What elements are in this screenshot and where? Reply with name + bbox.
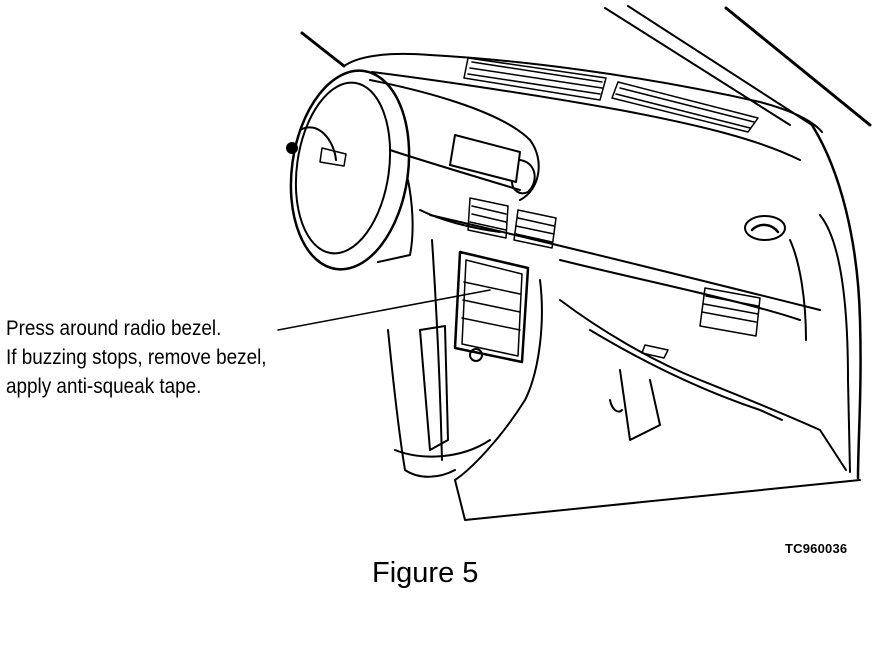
callout-line-3: apply anti-squeak tape. <box>6 375 202 398</box>
glove-box <box>559 299 847 471</box>
passenger-vent <box>699 215 786 337</box>
windshield-lines <box>300 5 872 127</box>
dashboard-top <box>343 52 823 161</box>
defroster-vents <box>463 57 759 133</box>
figure-caption: Figure 5 <box>372 557 479 589</box>
dash-face <box>429 214 821 321</box>
callout-leader <box>277 289 491 331</box>
center-console <box>387 239 861 521</box>
callout-line-2: If buzzing stops, remove bezel, <box>6 346 267 369</box>
door-edge <box>789 123 862 480</box>
center-display <box>449 134 536 195</box>
center-vents <box>467 197 557 249</box>
callout-line-1: Press around radio bezel. <box>6 317 222 340</box>
instrument-cluster <box>286 69 540 271</box>
callout-text: Press around radio bezel. If buzzing sto… <box>6 314 267 401</box>
figure-code: TC960036 <box>785 541 848 556</box>
radio-bezel <box>453 250 530 364</box>
